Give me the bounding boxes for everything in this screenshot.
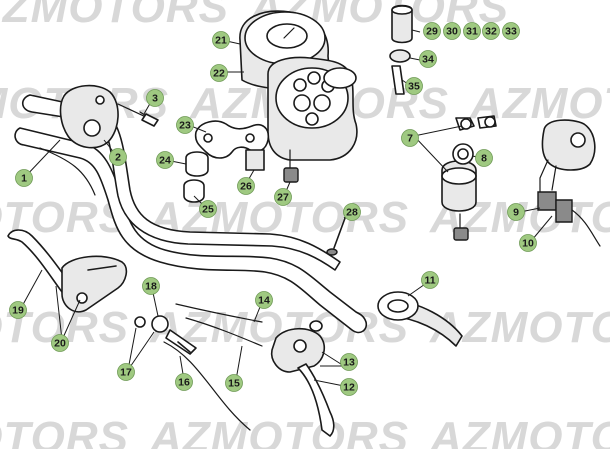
- badge-label-18: 18: [145, 281, 157, 293]
- badge-9: 9: [507, 203, 525, 221]
- badge-label-29: 29: [426, 26, 438, 38]
- badge-label-9: 9: [513, 207, 519, 219]
- badge-label-11: 11: [424, 275, 435, 287]
- badge-27: 27: [274, 188, 292, 206]
- badge-label-14: 14: [258, 295, 270, 307]
- badge-24: 24: [156, 151, 174, 169]
- badge-28: 28: [343, 203, 361, 221]
- badge-33: 33: [502, 22, 520, 40]
- badge-13: 13: [340, 353, 358, 371]
- left-switch-drawing: [537, 119, 601, 247]
- throttle-housing-drawing: [59, 84, 159, 149]
- badge-label-19: 19: [12, 305, 24, 317]
- watermark-row-5b: AZMOTORS: [149, 413, 409, 449]
- badge-label-35: 35: [408, 81, 420, 93]
- grip-drawing: [377, 291, 463, 347]
- badge-3: 3: [146, 89, 164, 107]
- badge-17: 17: [117, 363, 135, 381]
- badge-19: 19: [9, 301, 27, 319]
- badge-label-26: 26: [240, 181, 252, 193]
- badge-label-2: 2: [115, 152, 121, 164]
- badge-21: 21: [212, 31, 230, 49]
- badge-11: 11: [421, 271, 439, 289]
- badge-label-12: 12: [343, 382, 355, 394]
- badge-label-13: 13: [343, 357, 355, 369]
- badge-label-8: 8: [481, 153, 487, 165]
- cables-drawing: [163, 303, 263, 431]
- left-lever-drawing: [7, 229, 197, 355]
- badge-label-22: 22: [213, 68, 225, 80]
- badge-label-32: 32: [485, 26, 497, 38]
- badge-label-28: 28: [346, 207, 358, 219]
- badge-label-27: 27: [277, 192, 289, 204]
- watermark-row-5c: AZMOTORS: [429, 413, 610, 449]
- switch-parts-drawing: [389, 4, 413, 95]
- badge-31: 31: [463, 22, 481, 40]
- badge-label-33: 33: [505, 26, 517, 38]
- badge-30: 30: [443, 22, 461, 40]
- badge-29: 29: [423, 22, 441, 40]
- badge-18: 18: [142, 277, 160, 295]
- badge-26: 26: [237, 177, 255, 195]
- badge-35: 35: [405, 77, 423, 95]
- badge-label-10: 10: [522, 238, 534, 250]
- right-lever-drawing: [270, 320, 335, 437]
- badge-label-17: 17: [120, 367, 132, 379]
- badge-23: 23: [176, 116, 194, 134]
- badge-32: 32: [482, 22, 500, 40]
- badge-label-24: 24: [159, 155, 171, 167]
- badge-22: 22: [210, 64, 228, 82]
- badge-label-15: 15: [228, 378, 240, 390]
- badge-label-1: 1: [21, 173, 27, 185]
- badge-label-16: 16: [178, 377, 190, 389]
- badge-label-31: 31: [466, 26, 478, 38]
- badge-label-20: 20: [54, 338, 66, 350]
- badge-label-25: 25: [202, 204, 214, 216]
- badge-label-7: 7: [407, 133, 413, 145]
- badge-16: 16: [175, 373, 193, 391]
- bracket-drawing: [183, 120, 270, 203]
- instrument-cluster-drawing: [239, 10, 358, 183]
- badge-label-21: 21: [215, 35, 227, 47]
- badge-25: 25: [199, 200, 217, 218]
- badge-10: 10: [519, 234, 537, 252]
- badge-12: 12: [340, 378, 358, 396]
- badge-14: 14: [255, 291, 273, 309]
- watermark-row-1: AZMOTORS: [0, 0, 229, 32]
- badge-4: 8: [475, 149, 493, 167]
- badge-20: 20: [51, 334, 69, 352]
- badge-7: 7: [401, 129, 419, 147]
- badge-label-3: 3: [152, 93, 158, 105]
- badge-34: 34: [419, 50, 437, 68]
- badge-label-23: 23: [179, 120, 191, 132]
- ignition-switch-drawing: [441, 115, 497, 241]
- badge-label-30: 30: [446, 26, 458, 38]
- watermark-row-5: AZMOTORS: [0, 413, 129, 449]
- badge-2: 2: [109, 148, 127, 166]
- badge-label-34: 34: [422, 54, 434, 66]
- badge-1: 1: [15, 169, 33, 187]
- badge-15: 15: [225, 374, 243, 392]
- watermark-row-4c: AZMOTORS: [429, 303, 610, 352]
